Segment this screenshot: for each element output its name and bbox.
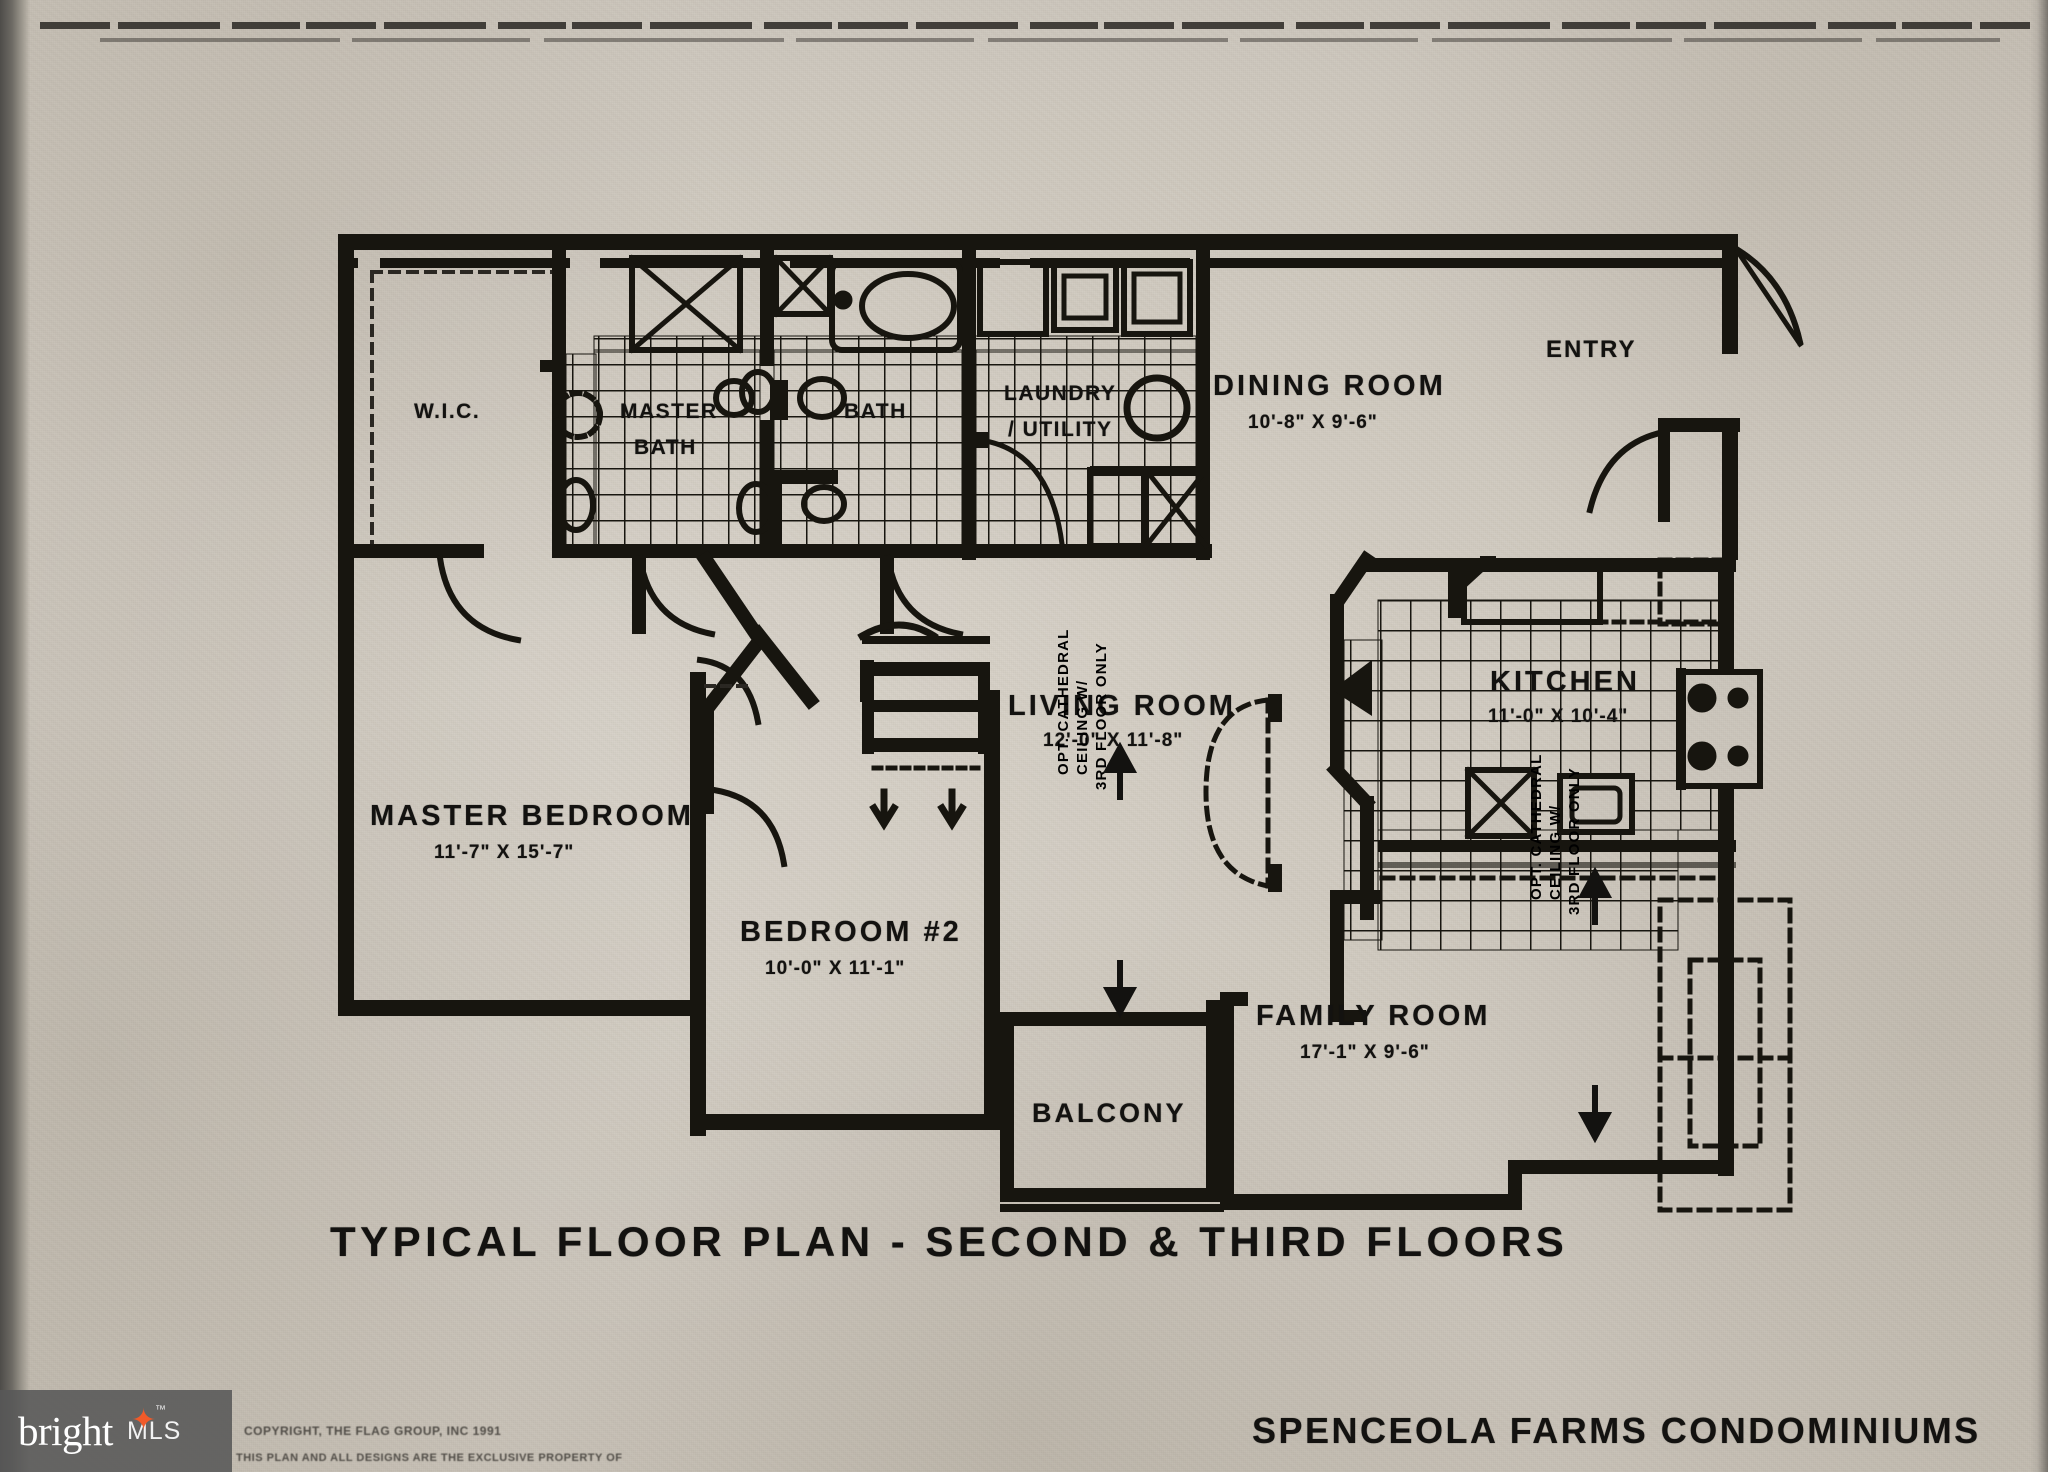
- annotation-living-line3: 3RD FLOOR ONLY: [1093, 642, 1110, 790]
- copyright-line-1: COPYRIGHT, THE FLAG GROUP, INC 1991: [244, 1424, 502, 1438]
- annotation-family-line3: 3RD FLOOR ONLY: [1566, 767, 1583, 915]
- room-label-living-room: LIVING ROOM: [1008, 690, 1236, 722]
- copyright-line-2: THIS PLAN AND ALL DESIGNS ARE THE EXCLUS…: [236, 1452, 623, 1464]
- annotation-living-line2: CEILING W/: [1074, 679, 1091, 775]
- trademark-icon: ™: [155, 1404, 166, 1416]
- annotation-cathedral-family-3: 3RD FLOOR ONLY: [1566, 695, 1596, 915]
- star-icon: ✦: [131, 1404, 157, 1437]
- room-label-laundry-line2: / UTILITY: [1008, 418, 1113, 441]
- room-label-dining-room: DINING ROOM: [1213, 370, 1446, 402]
- room-label-kitchen: KITCHEN: [1490, 666, 1640, 698]
- room-label-entry: ENTRY: [1546, 336, 1637, 363]
- watermark-brand-text: bright: [18, 1407, 113, 1454]
- room-dim-dining-room: 10'-8" X 9'-6": [1248, 412, 1378, 433]
- plan-title: TYPICAL FLOOR PLAN - SECOND & THIRD FLOO…: [330, 1218, 1569, 1265]
- annotation-cathedral-living-3: 3RD FLOOR ONLY: [1093, 570, 1123, 790]
- project-name: SPENCEOLA FARMS CONDOMINIUMS: [1252, 1410, 1981, 1451]
- room-label-master-bath-line2: BATH: [634, 436, 697, 459]
- room-dim-master-bedroom: 11'-7" X 15'-7": [434, 842, 575, 863]
- room-label-wic: W.I.C.: [414, 400, 481, 423]
- room-label-balcony: BALCONY: [1032, 1098, 1187, 1128]
- room-dim-family-room: 17'-1" X 9'-6": [1300, 1042, 1430, 1063]
- room-dim-kitchen: 11'-0" X 10'-4": [1488, 706, 1629, 727]
- room-label-bath: BATH: [844, 400, 907, 423]
- annotation-family-line2: CEILING W/: [1547, 804, 1564, 900]
- room-label-family-room: FAMILY ROOM: [1256, 1000, 1491, 1032]
- room-dim-living-room: 12'-0" X 11'-8": [1043, 730, 1184, 751]
- room-label-laundry: LAUNDRY: [1004, 382, 1117, 405]
- room-label-master-bedroom: MASTER BEDROOM: [370, 800, 694, 832]
- watermark-mls-text: MLS: [126, 1416, 182, 1445]
- room-label-bedroom-2: BEDROOM #2: [740, 916, 962, 948]
- annotation-family-line1: OPT. CATHEDRAL: [1528, 753, 1545, 900]
- room-dim-bedroom-2: 10'-0" X 11'-1": [765, 958, 906, 979]
- room-label-master-bath: MASTER: [620, 400, 718, 423]
- bright-mls-watermark: bright ✦ ™ MLS: [0, 1390, 232, 1472]
